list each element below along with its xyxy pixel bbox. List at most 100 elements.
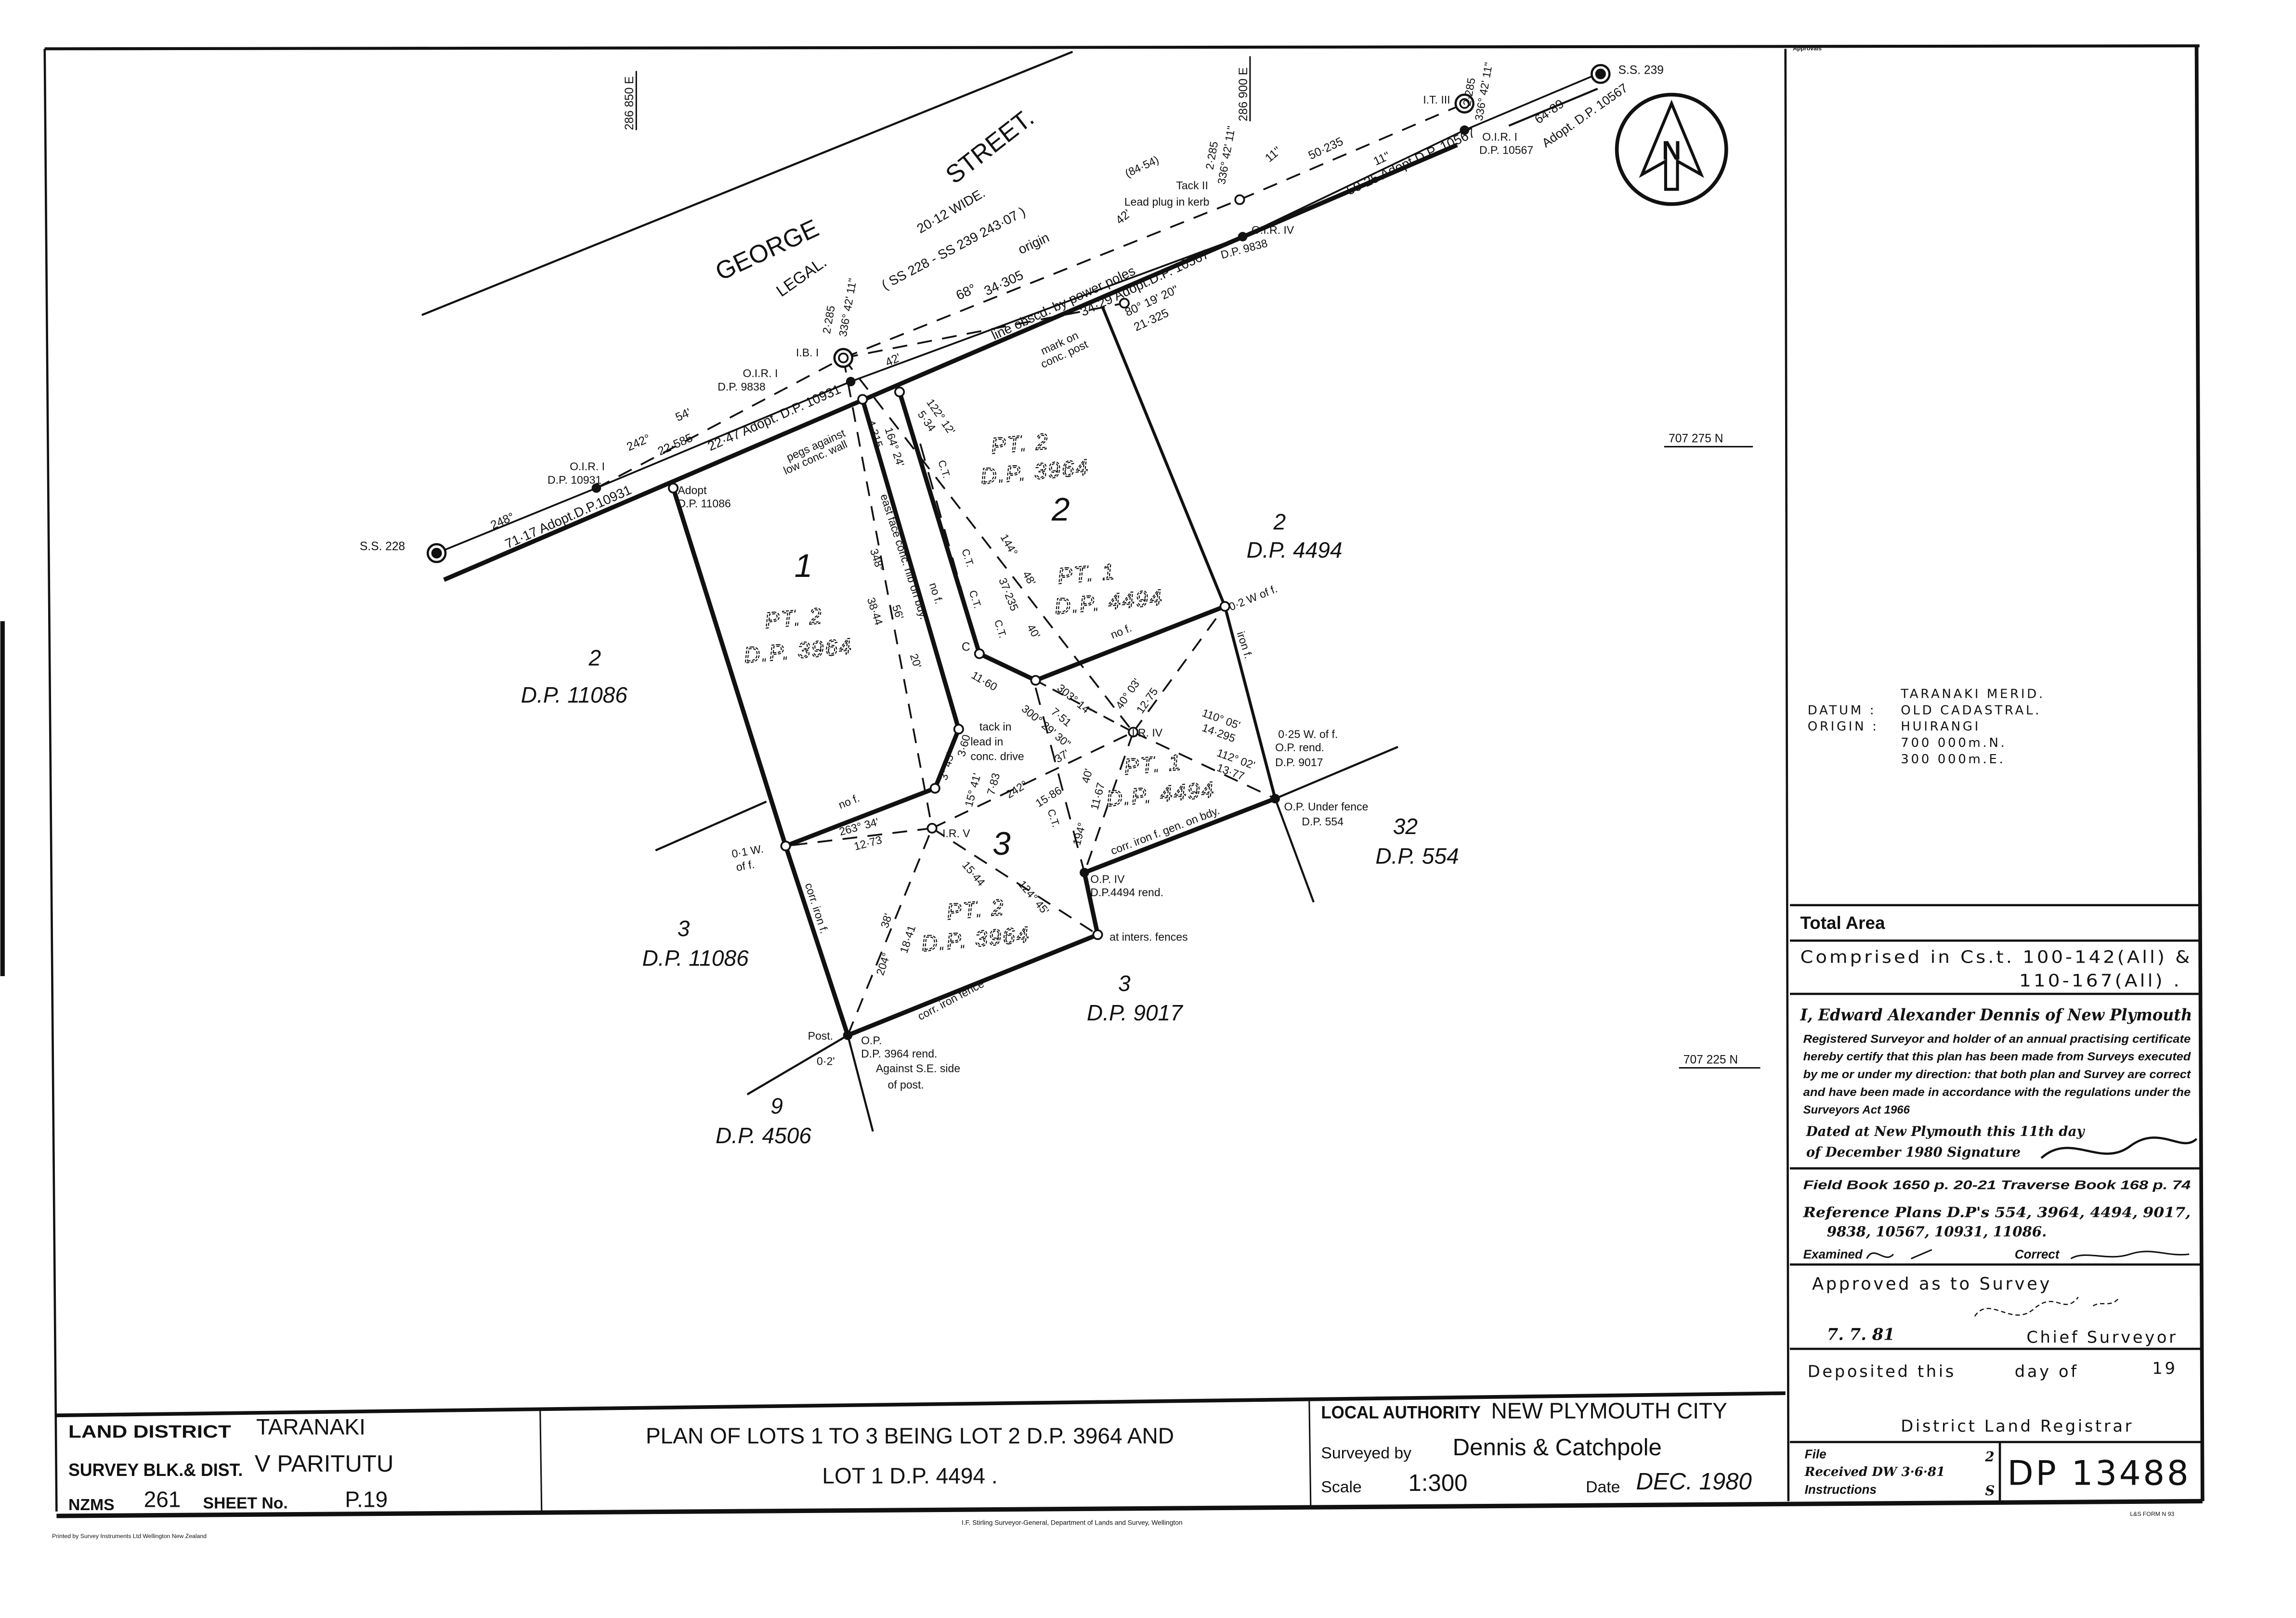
peg-icon [1219, 601, 1230, 612]
north-arrow-icon [1639, 100, 1704, 191]
obs-distance: 38·44 [865, 596, 886, 626]
adjoining-lot: 9 [770, 1094, 783, 1119]
obs-bearing: 194° [1070, 821, 1088, 847]
obs-bearing: 248° [489, 510, 516, 532]
nzms-label: NZMS [68, 1496, 115, 1514]
obs-bearing: 144° [998, 532, 1020, 558]
part-dp-label: D.P. 4494 [1054, 585, 1164, 619]
certificate-date-signature: of December 1980 Signature [1806, 1144, 2021, 1160]
origin-east: 300 000m.E. [1901, 752, 2005, 767]
note-offset: 0·2 W of f. [1227, 582, 1279, 613]
ct-line [1034, 687, 1085, 873]
lot1-west-boundary [671, 487, 788, 847]
street-name-suffix: STREET. [940, 104, 1039, 190]
iriv-label: I.R. IV [1132, 727, 1163, 739]
plan-title-line-1: PLAN OF LOTS 1 TO 3 BEING LOT 2 D.P. 396… [646, 1423, 1174, 1448]
traverse-tack-line [843, 103, 1465, 359]
obs-bearing: 336° 42' 11" [1472, 62, 1495, 122]
year-label: 19 [2152, 1359, 2177, 1378]
note-op4-rend: D.P.4494 rend. [1090, 886, 1163, 899]
obs-seconds: 11" [1263, 144, 1284, 165]
obs-bearing: 336° 42' 11" [836, 277, 859, 338]
fence-extension [1275, 746, 1398, 800]
note-east-face: east face conc. nib on bdy. [878, 492, 930, 621]
sheet-count-s: S [1985, 1483, 1995, 1499]
part-dp-label: D.P. 3964 [920, 922, 1031, 956]
note-dp: D.P. 554 [1302, 815, 1344, 828]
obs-bearing: 68° [953, 281, 978, 303]
adjoining-boundary-line [655, 800, 767, 851]
op-under-fence-icon [1270, 794, 1280, 804]
oir-dp-label: D.P. 10931 [548, 473, 601, 486]
obs-distance: 34·305 [982, 267, 1026, 298]
peg-icon [974, 648, 985, 659]
adopt-peg-icon [668, 483, 679, 494]
obs-distance: 0·2' [817, 1055, 835, 1067]
inters-fences-peg-icon [1092, 929, 1103, 940]
certificate-dated: Dated at New Plymouth this 11th day [1806, 1123, 2086, 1139]
surveyor-signature [2040, 1136, 2198, 1159]
ss228-label: S.S. 228 [360, 540, 405, 553]
datum-meridian: TARANAKI MERID. [1900, 687, 2045, 702]
ct-line-north [919, 443, 980, 654]
approved-date: 7. 7. 81 [1827, 1325, 1895, 1344]
certificate-surveyor-name: I, Edward Alexander Dennis of New Plymou… [1800, 1005, 2192, 1024]
examined-label: Examined [1803, 1247, 1863, 1262]
obs-minutes: 40' [1025, 622, 1043, 641]
correct-signature [2070, 1251, 2190, 1260]
street-origin-label: origin [1016, 230, 1051, 257]
part-dp-label: D.P. 3964 [979, 454, 1090, 489]
north-arrow-circle [1615, 92, 1728, 206]
obs-distance: 18·41 [897, 924, 918, 955]
peg-icon [1030, 675, 1041, 686]
grid-easting-label: 286 900 E [1237, 67, 1250, 121]
obs-bearing: 336° 42' 11" [1215, 125, 1238, 185]
note-ct: C.T. [967, 589, 984, 610]
obs-minutes: 48' [1020, 569, 1039, 587]
note-corr-iron-fence: corr. iron fence [915, 977, 986, 1022]
street-north-line [421, 51, 1073, 316]
land-district-value: TARANAKI [256, 1414, 365, 1439]
note-op: O.P. [861, 1034, 882, 1046]
traverse-ibi-line [596, 357, 844, 489]
certificate-line: Registered Surveyor and holder of an ann… [1803, 1032, 2191, 1045]
conc-post-mark-icon [1119, 298, 1130, 309]
obs-bearing: 242° [625, 432, 652, 454]
title-block-bottom [56, 1499, 2203, 1518]
note-ct: C.T. [959, 548, 976, 569]
ibi-mark-icon-inner [838, 352, 849, 364]
traverse-dashed-2 [1132, 606, 1226, 733]
peg-icon [929, 783, 940, 794]
obs-distance: 64·89 [1532, 96, 1566, 127]
origin-north: 700 000m.N. [1901, 736, 2007, 750]
tack2-label: Tack II [1176, 179, 1208, 192]
field-book-line: Field Book 1650 p. 20-21 Traverse Book 1… [1803, 1177, 2191, 1192]
grid-northing-label: 707 225 N [1683, 1053, 1738, 1066]
note-lead: lead in [970, 735, 1003, 748]
east-face-nib-boundary [860, 398, 961, 730]
oir-10567-icon [1460, 125, 1470, 135]
lot-number: 3 [992, 826, 1011, 862]
certificate-line: hereby certify that this plan has been m… [1803, 1050, 2192, 1063]
north-arrow [1615, 92, 1728, 206]
obs-bearing: 3° 45' [937, 751, 956, 782]
reference-plans-line-1: Reference Plans D.P's 554, 3964, 4494, 9… [1803, 1204, 2191, 1221]
note-of-post: of post. [887, 1078, 924, 1091]
adjoining-dp: D.P. 554 [1375, 844, 1459, 869]
total-area-label: Total Area [1800, 913, 1885, 933]
adjoining-dp: D.P. 9017 [1087, 1000, 1184, 1025]
reference-plans-line-2: 9838, 10567, 10931, 11086. [1827, 1224, 2047, 1240]
obs-distance: 15·44 [960, 859, 988, 888]
oir4-icon [1238, 232, 1248, 242]
comprised-in-line-2: 110-167(All) . [2019, 971, 2182, 991]
note-dp: D.P. 9017 [1275, 756, 1323, 769]
plan-title-line-2: LOT 1 D.P. 4494 . [822, 1463, 997, 1488]
lot-number: 2 [1051, 492, 1070, 528]
obs-distance: 11·60 [969, 668, 999, 693]
certificate-line: by me or under my direction: that both p… [1803, 1068, 2192, 1081]
obs-minutes: 42' [1113, 207, 1134, 227]
sheet-value: P.19 [345, 1487, 388, 1512]
ss239-label: S.S. 239 [1618, 64, 1664, 77]
adjoining-lot: 2 [588, 645, 601, 670]
scan-edge-bar [0, 621, 5, 977]
